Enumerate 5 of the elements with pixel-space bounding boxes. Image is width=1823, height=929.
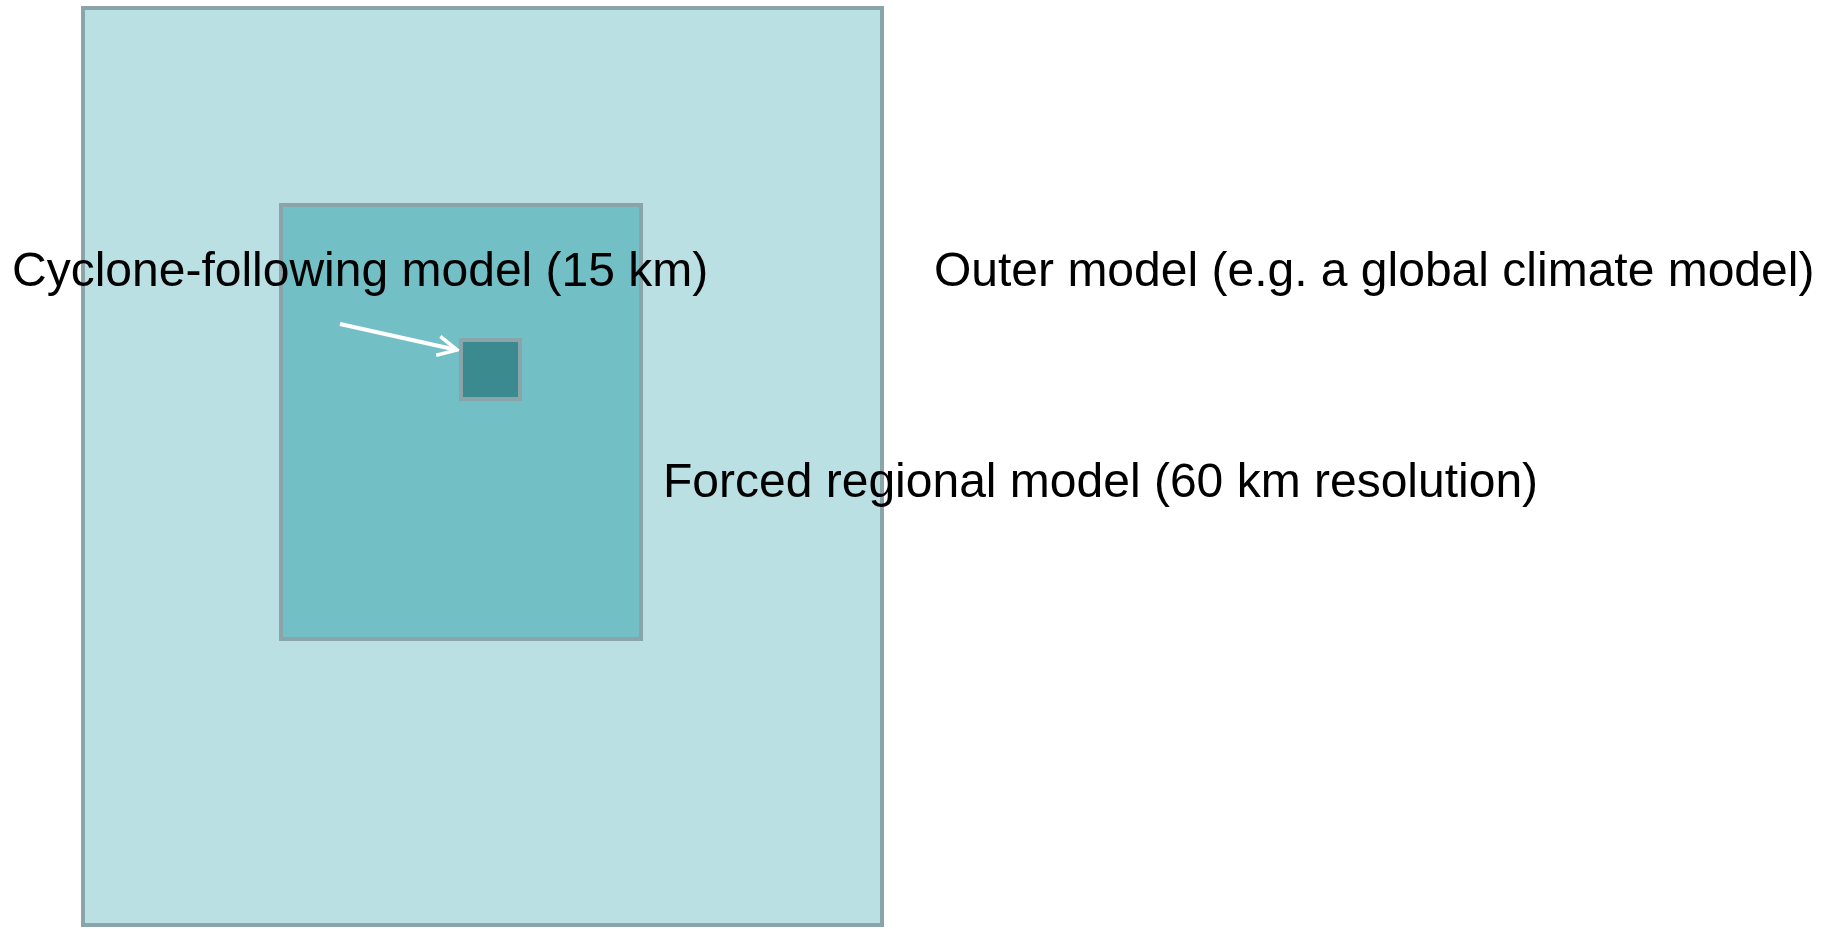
model-label: Outer model (e.g. a global climate model) <box>934 246 1815 294</box>
model-label: Cyclone-following model (15 km) <box>12 246 709 294</box>
arrow <box>339 322 459 357</box>
model-label: Forced regional model (60 km resolution) <box>663 457 1539 505</box>
cyclone-domain-box <box>459 338 522 401</box>
